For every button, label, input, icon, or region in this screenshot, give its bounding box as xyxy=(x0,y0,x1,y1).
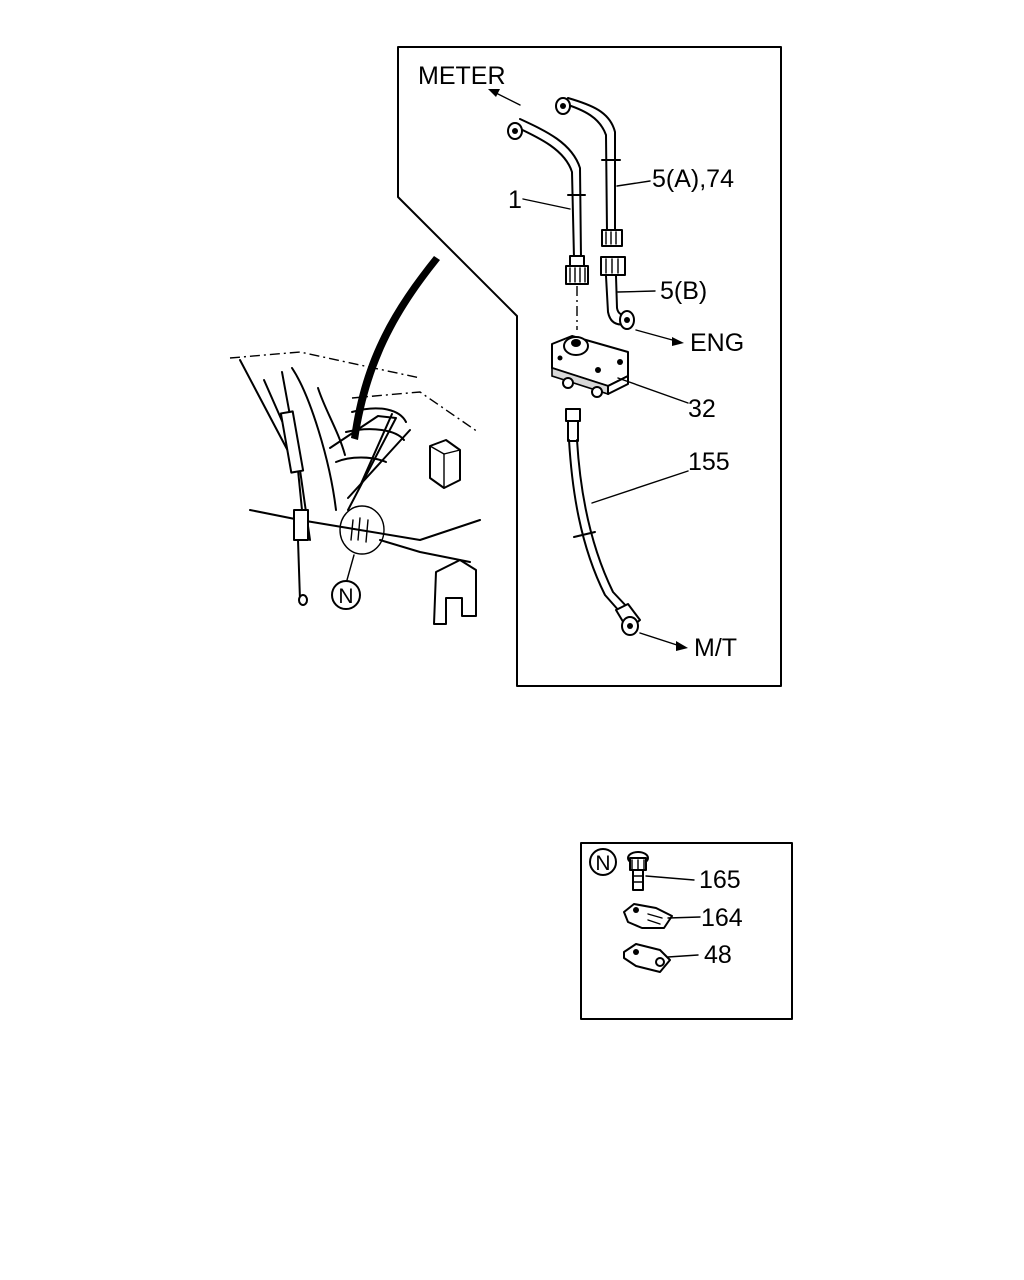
label-part-1: 1 xyxy=(508,186,522,214)
label-part-5b: 5(B) xyxy=(660,277,707,305)
leader-to-detail xyxy=(351,256,440,440)
part-164-clip xyxy=(623,903,673,929)
detail-n-marker: N xyxy=(595,852,610,875)
vehicle-locator-sketch xyxy=(229,256,481,625)
leader-part-48 xyxy=(667,954,699,958)
meter-label: METER xyxy=(418,62,506,90)
detail-n-frame xyxy=(580,842,793,1020)
leader-part-155 xyxy=(591,470,689,504)
cable-part-155 xyxy=(565,408,641,636)
meter-arrow xyxy=(488,89,521,106)
label-part-155: 155 xyxy=(688,448,730,476)
eng-arrow xyxy=(635,329,684,346)
eng-label: ENG xyxy=(690,329,744,357)
mt-label: M/T xyxy=(694,634,737,662)
part-48-plate xyxy=(623,943,671,973)
part-32-box xyxy=(551,335,629,398)
leader-part-1 xyxy=(522,198,571,210)
leader-part-165 xyxy=(645,875,695,881)
leader-part-5a xyxy=(616,180,651,187)
cable-part-5a xyxy=(555,97,623,247)
detail-n-marker-circle xyxy=(589,848,617,876)
detail-frame xyxy=(397,46,782,687)
leader-part-164 xyxy=(667,916,701,919)
label-part-48: 48 xyxy=(704,941,732,969)
cable-part-1 xyxy=(507,118,589,330)
label-part-32: 32 xyxy=(688,395,716,423)
locator-circle xyxy=(339,505,385,555)
cable-part-5b xyxy=(600,256,635,330)
locator-marker-n: N xyxy=(338,585,353,608)
leader-part-5b xyxy=(617,290,656,293)
leader-part-32 xyxy=(617,377,689,404)
label-part-164: 164 xyxy=(701,904,743,932)
label-part-5a-74: 5(A),74 xyxy=(652,165,734,193)
locator-marker-circle xyxy=(331,580,361,610)
part-165-bolt xyxy=(627,851,649,891)
mt-arrow xyxy=(639,632,688,651)
label-part-165: 165 xyxy=(699,866,741,894)
